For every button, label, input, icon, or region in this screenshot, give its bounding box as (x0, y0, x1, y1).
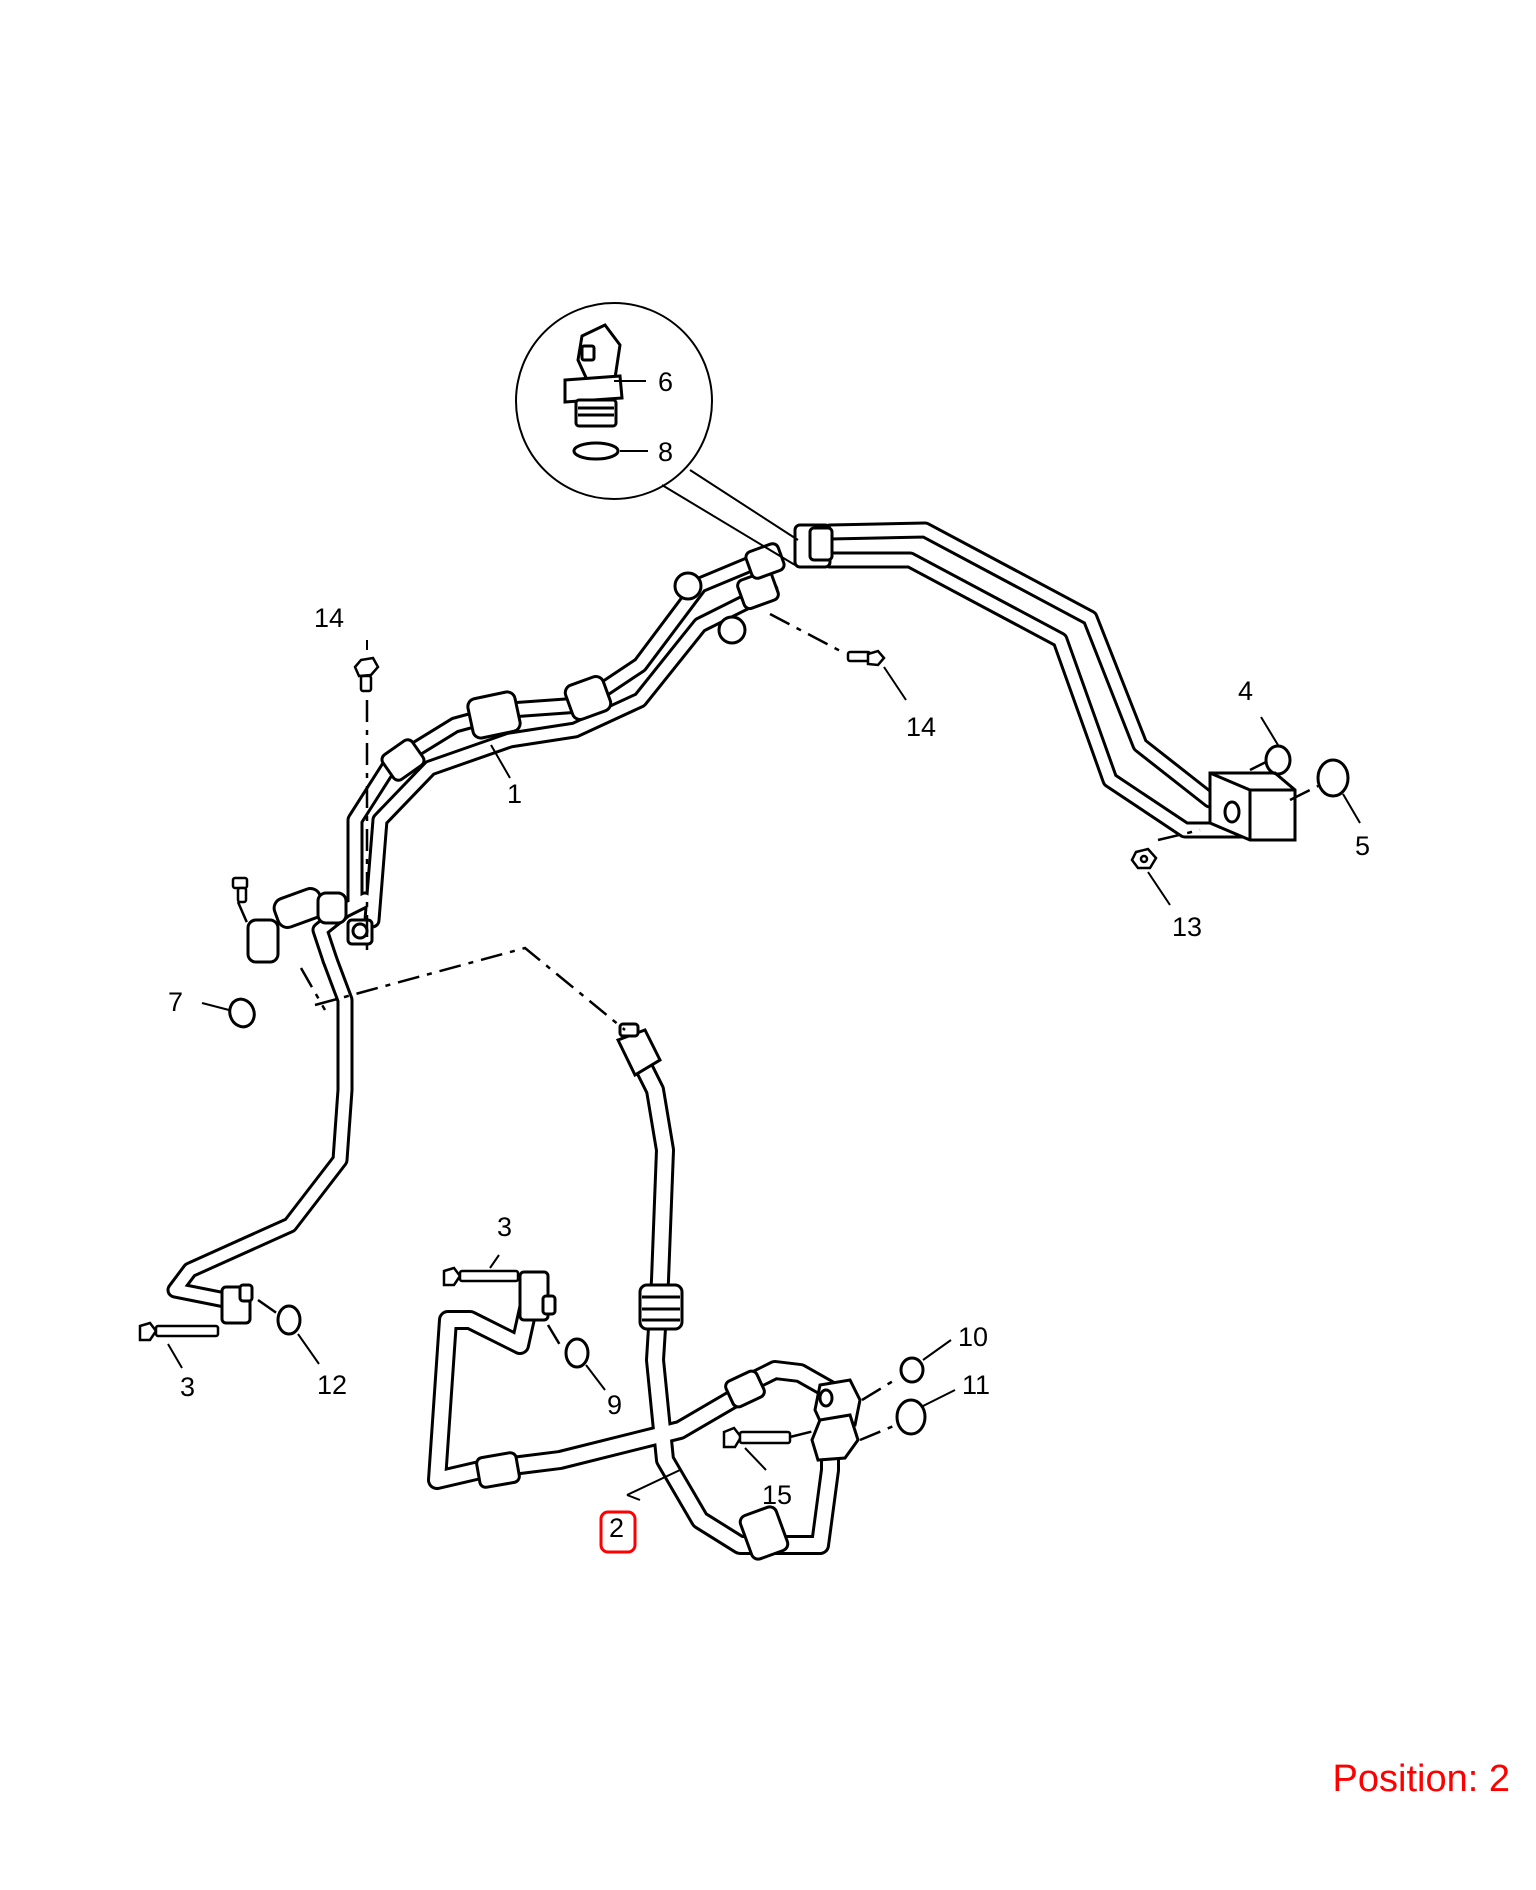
callout-5[interactable]: 5 (1355, 831, 1370, 861)
callout-10[interactable]: 10 (958, 1322, 988, 1352)
callout-labels: 1 2 3 3 4 5 6 7 8 9 10 11 12 13 14 14 15 (168, 367, 1370, 1543)
callout-7[interactable]: 7 (168, 987, 183, 1017)
callout-6[interactable]: 6 (658, 367, 673, 397)
lower-ac-hose-part-2[interactable] (427, 1022, 862, 1561)
callout-14-upper[interactable]: 14 (314, 603, 344, 633)
o-ring-part-9[interactable] (564, 1337, 590, 1369)
bolt-part-15[interactable] (722, 1426, 792, 1449)
callout-14-right[interactable]: 14 (906, 712, 936, 742)
callout-2[interactable]: 2 (609, 1513, 624, 1543)
o-ring-part-7[interactable] (226, 996, 258, 1031)
callout-8[interactable]: 8 (658, 437, 673, 467)
o-ring-part-5[interactable] (1316, 758, 1350, 798)
callout-13[interactable]: 13 (1172, 912, 1202, 942)
bolt-part-3-center[interactable] (442, 1266, 520, 1287)
assembly-dash-lines (236, 612, 1319, 1442)
bolt-part-14-upper[interactable] (353, 656, 380, 693)
callout-15[interactable]: 15 (762, 1480, 792, 1510)
o-ring-part-12[interactable] (276, 1304, 302, 1336)
o-ring-part-4[interactable] (1264, 744, 1292, 776)
bolt-part-14-right[interactable] (846, 649, 886, 667)
nut-part-13[interactable] (1130, 847, 1158, 870)
bolt-part-3-left[interactable] (138, 1321, 220, 1342)
callout-9[interactable]: 9 (607, 1390, 622, 1420)
o-ring-part-11[interactable] (895, 1398, 927, 1436)
leader-lines (167, 380, 1361, 1501)
upper-ac-line-part-1[interactable] (166, 521, 1297, 1325)
callout-11[interactable]: 11 (962, 1370, 990, 1400)
small-bolt (231, 876, 249, 904)
callout-3-center[interactable]: 3 (497, 1212, 512, 1242)
callout-1[interactable]: 1 (507, 779, 522, 809)
position-indicator: Position: 2 (1332, 1758, 1510, 1800)
o-ring-part-8[interactable] (572, 441, 620, 461)
callout-4[interactable]: 4 (1238, 676, 1253, 706)
detail-inset-circle (515, 302, 799, 566)
pressure-switch-part-6[interactable] (563, 323, 624, 428)
highlight-box-part-2 (599, 1510, 637, 1554)
callout-12[interactable]: 12 (317, 1370, 347, 1400)
o-ring-part-10[interactable] (899, 1356, 925, 1384)
callout-3-left[interactable]: 3 (180, 1372, 195, 1402)
